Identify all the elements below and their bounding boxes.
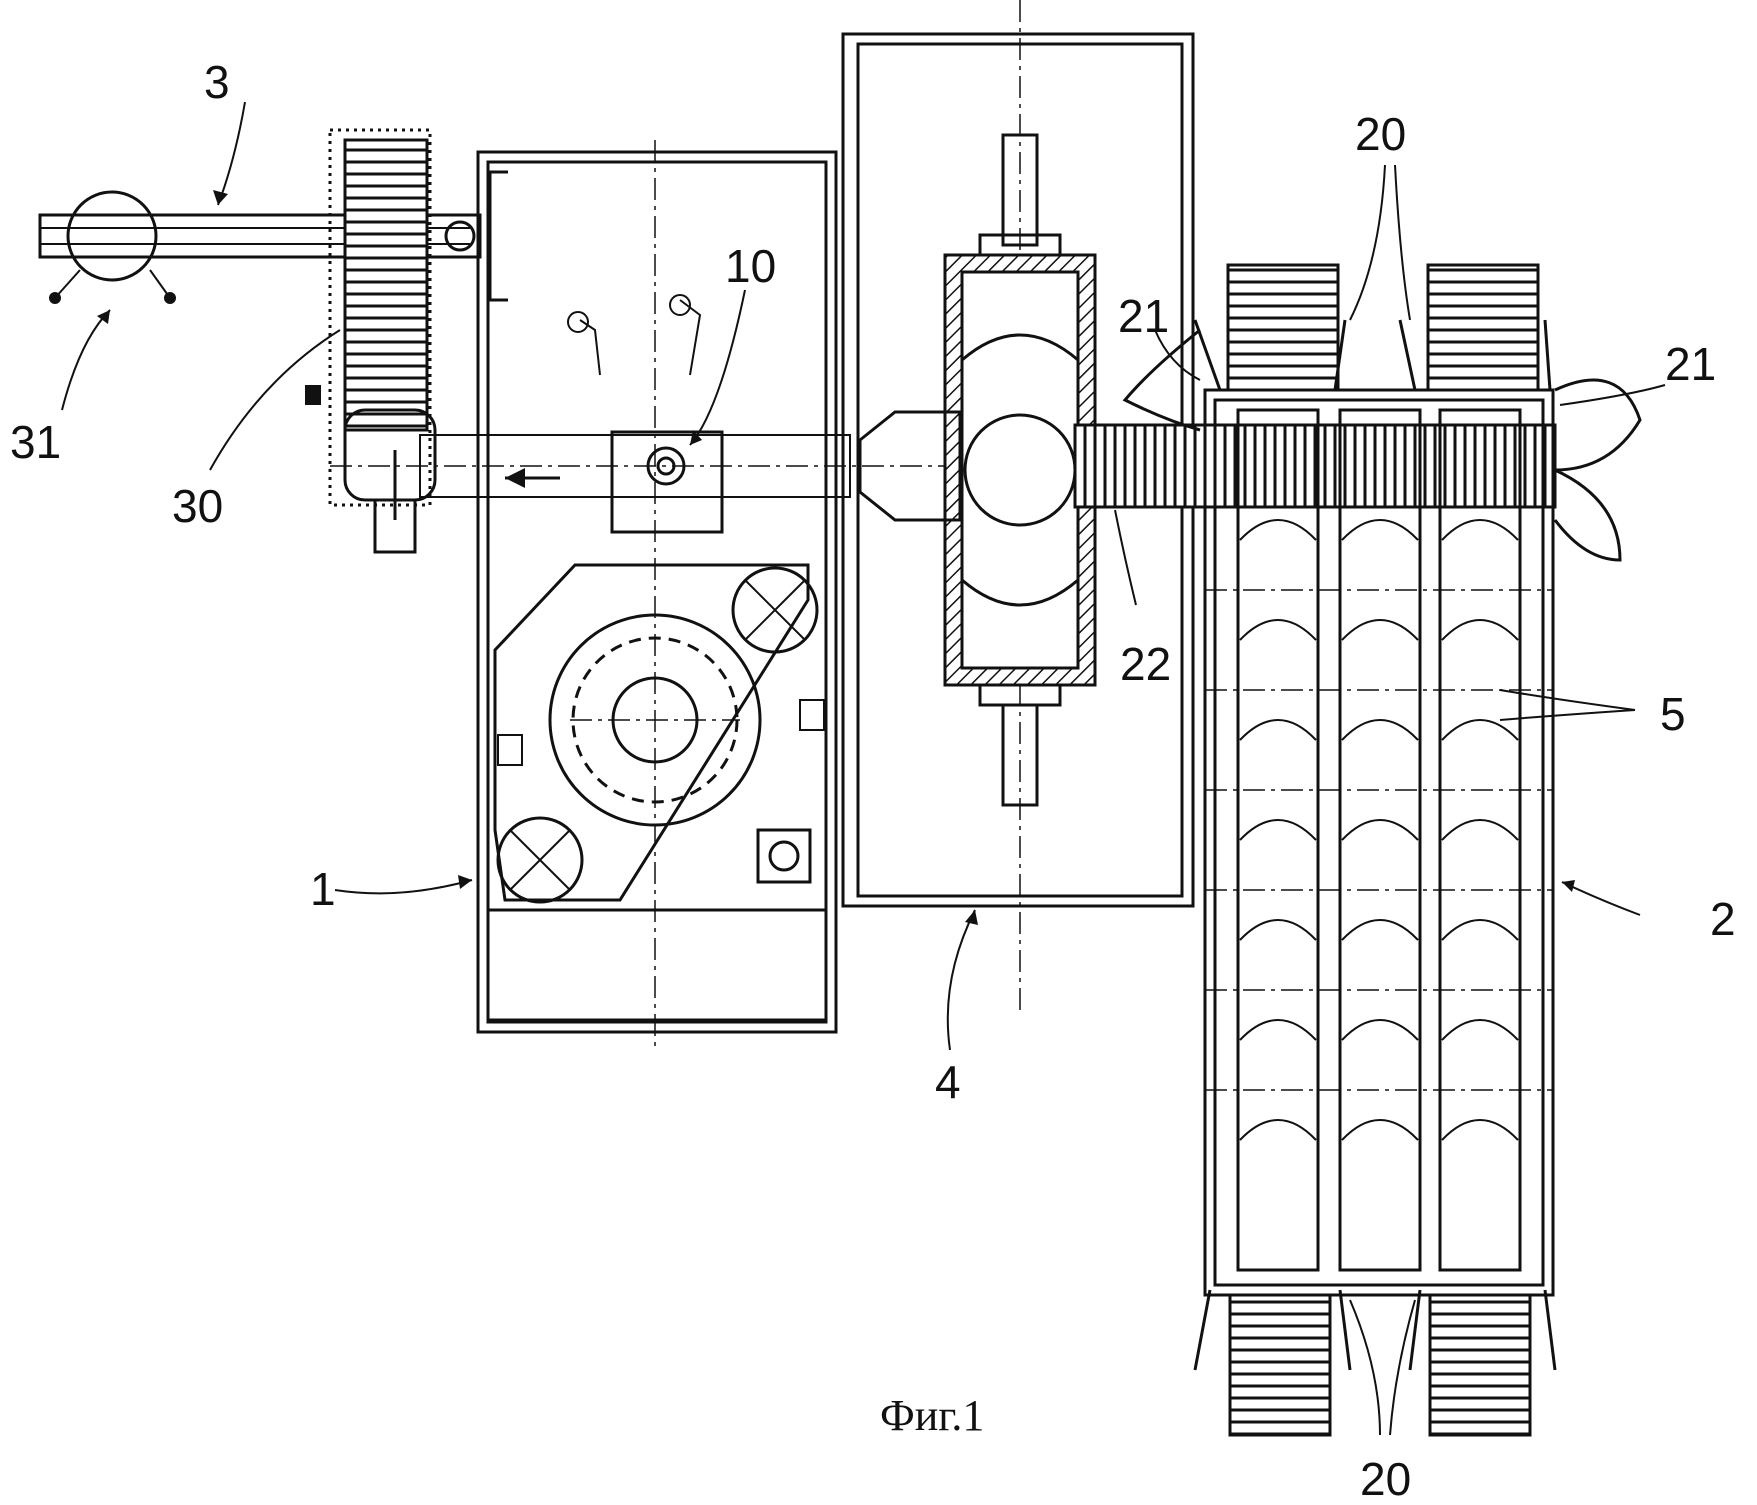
blank-stack [345,140,427,430]
label-31: 31 [10,416,61,468]
conveyor-22 [1075,425,1555,507]
figure-caption: Фиг.1 [880,1391,984,1440]
output-stack [1230,1295,1330,1435]
label-22: 22 [1120,638,1171,690]
label-3: 3 [204,56,230,108]
label-20-bottom: 20 [1360,1453,1411,1505]
label-2: 2 [1710,893,1736,945]
gripper-tip-icon [49,292,61,304]
lane-blanks-5 [1240,520,1518,1140]
gripper-head-31 [68,192,156,280]
output-stack [1228,265,1338,390]
label-20-top: 20 [1355,108,1406,160]
label-10: 10 [725,240,776,292]
label-1: 1 [310,863,336,915]
label-4: 4 [935,1056,961,1108]
output-stack [1430,1295,1530,1435]
label-30: 30 [172,480,223,532]
output-stack [1428,265,1538,390]
label-21-left: 21 [1118,290,1169,342]
label-5: 5 [1660,688,1686,740]
gripper-tip-icon [164,292,176,304]
press-unit-1 [330,140,1000,1050]
leader-lines [62,102,1665,1435]
label-21-right: 21 [1665,338,1716,390]
